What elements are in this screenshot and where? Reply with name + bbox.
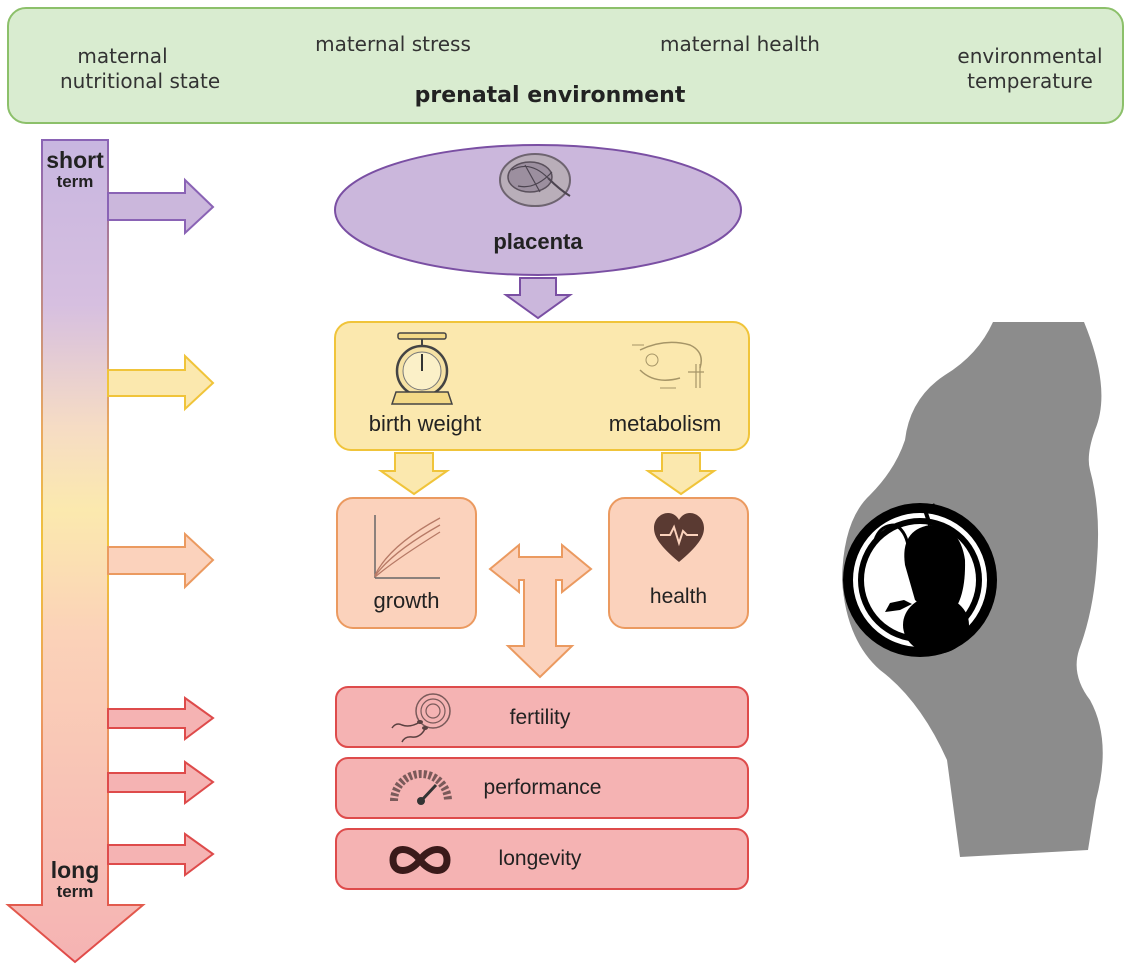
health-node	[608, 497, 749, 629]
sperm-egg-icon	[391, 693, 451, 743]
performance-node	[335, 757, 749, 819]
placenta-label: placenta	[493, 229, 583, 254]
fertility-node	[335, 686, 749, 748]
health-label: health	[649, 585, 708, 608]
growth-chart-icon	[374, 515, 441, 579]
timeline-arrow	[5, 139, 146, 964]
fetus-icon	[843, 503, 997, 657]
arrow-placenta-to-yellow	[502, 277, 574, 320]
timeline-start: short term	[46, 147, 104, 192]
timeline-end: long term	[50, 857, 100, 902]
infinity-icon	[389, 846, 451, 874]
timeline-arrow-placenta	[107, 177, 215, 236]
scale-icon	[390, 332, 454, 405]
growth-label: growth	[373, 588, 440, 613]
fertility-label: fertility	[509, 706, 571, 729]
birth-weight-label: birth weight	[368, 411, 482, 436]
environment-title: prenatal environment	[414, 83, 686, 108]
performance-label: performance	[483, 776, 602, 799]
metabolism-chart-icon	[632, 341, 704, 389]
longevity-label: longevity	[498, 847, 582, 870]
arrow-growth-health-interaction	[488, 542, 593, 679]
timeline-arrow-birth	[107, 353, 215, 412]
growth-node	[336, 497, 477, 629]
speedometer-icon	[390, 770, 452, 805]
environment-box	[7, 7, 1124, 124]
placenta-image	[499, 153, 571, 207]
arrow-birth-to-growth	[377, 452, 451, 496]
arrow-metabolism-to-health	[644, 452, 718, 496]
placenta-node	[334, 144, 742, 276]
timeline-arrow-longevity	[107, 832, 215, 877]
timeline-arrow-growth	[107, 531, 215, 590]
timeline-arrow-fertility	[107, 696, 215, 741]
heart-icon	[654, 513, 704, 562]
factor-environmental-temperature: environmental temperature	[957, 44, 1103, 93]
timeline-arrow-performance	[107, 760, 215, 805]
factor-maternal-nutrition: maternal nutritional state	[60, 44, 221, 93]
longevity-node	[335, 828, 749, 890]
factor-maternal-stress: maternal stress	[315, 32, 471, 56]
factor-maternal-health: maternal health	[660, 32, 820, 56]
metabolism-label: metabolism	[608, 411, 722, 436]
